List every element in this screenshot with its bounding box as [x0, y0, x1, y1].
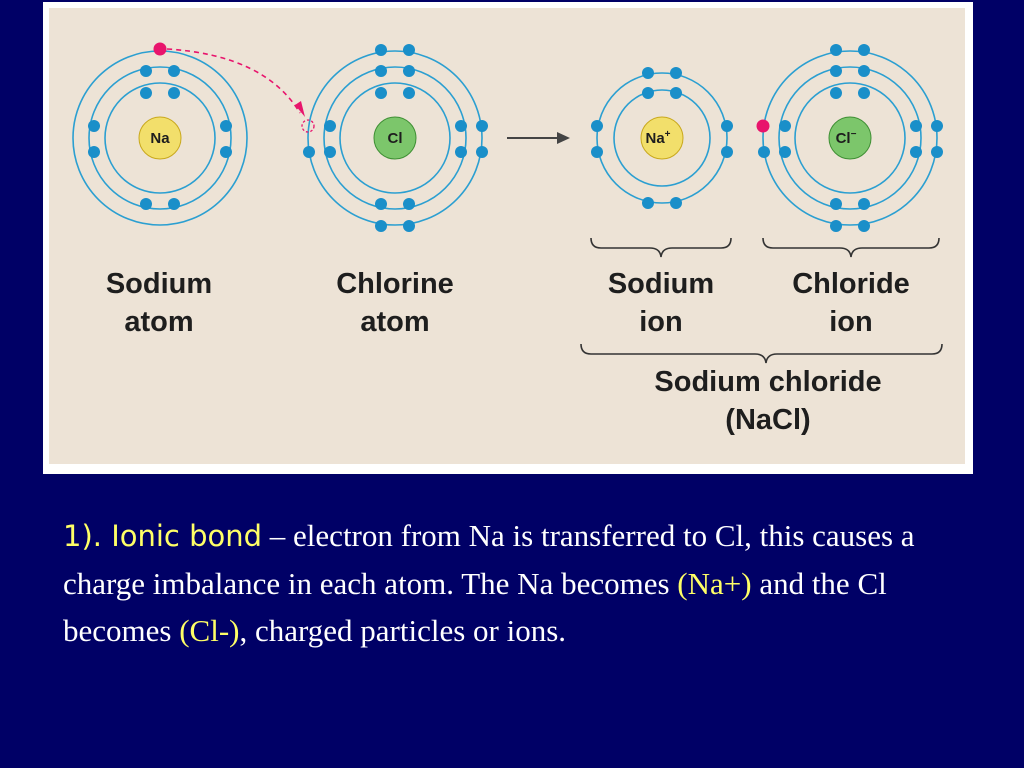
electron-transfer-arrowhead [295, 101, 305, 117]
diagram-panel [49, 8, 965, 464]
chloride-ion-nucleus [828, 116, 872, 160]
vacant-electron-slot [301, 119, 315, 133]
electron-transfer-arrow [166, 48, 301, 114]
chlorine-atom-label-1: Chlorine [336, 268, 454, 300]
sodium-ion: Na+ [591, 67, 733, 209]
sodium-ion-label-2: ion [639, 306, 683, 338]
chloride-ion-label-2: ion [829, 306, 873, 338]
caption-text-1: – electron from Na is transferred to Cl,… [63, 518, 915, 601]
sodium-atom: Na [72, 42, 248, 226]
caption-cl-ion: (Cl-) [179, 613, 240, 648]
brace-chloride-ion [762, 237, 940, 258]
sodium-atom-label-1: Sodium [106, 268, 212, 300]
sodium-ion-label-1: Sodium [608, 268, 714, 300]
gained-electron [756, 119, 770, 133]
brace-sodium-ion [590, 237, 732, 258]
chloride-ion-symbol: Cl− [836, 129, 857, 147]
chlorine-electrons [303, 44, 488, 232]
sodium-ion-nucleus [640, 116, 684, 160]
chlorine-atom-label-2: atom [360, 306, 429, 338]
chloride-ion: Cl− [756, 44, 943, 232]
sodium-ion-electrons [591, 67, 733, 209]
transferred-electron [153, 42, 167, 56]
sodium-ion-symbol: Na+ [645, 129, 670, 147]
sodium-atom-label-2: atom [124, 306, 193, 338]
caption: 1). Ionic bond – electron from Na is tra… [63, 512, 973, 654]
reaction-arrowhead [557, 132, 570, 144]
sodium-nucleus [138, 116, 182, 160]
chlorine-atom: Cl [301, 44, 488, 232]
caption-term: Ionic bond [111, 519, 263, 553]
compound-label-2: (NaCl) [725, 404, 810, 436]
caption-text-2: and the Cl becomes [63, 566, 887, 648]
chlorine-symbol: Cl [388, 130, 403, 147]
caption-number: 1). [63, 519, 102, 553]
sodium-symbol: Na [150, 130, 170, 147]
chloride-ion-electrons [758, 44, 943, 232]
chlorine-nucleus [373, 116, 417, 160]
chloride-ion-label-1: Chloride [792, 268, 910, 300]
caption-text-3: , charged particles or ions. [239, 613, 567, 648]
sodium-electrons [88, 65, 232, 210]
brace-sodium-chloride [580, 343, 943, 364]
ionic-bond-diagram: Na Cl [49, 8, 965, 464]
compound-label-1: Sodium chloride [654, 366, 881, 398]
caption-na-ion: (Na+) [677, 566, 752, 601]
